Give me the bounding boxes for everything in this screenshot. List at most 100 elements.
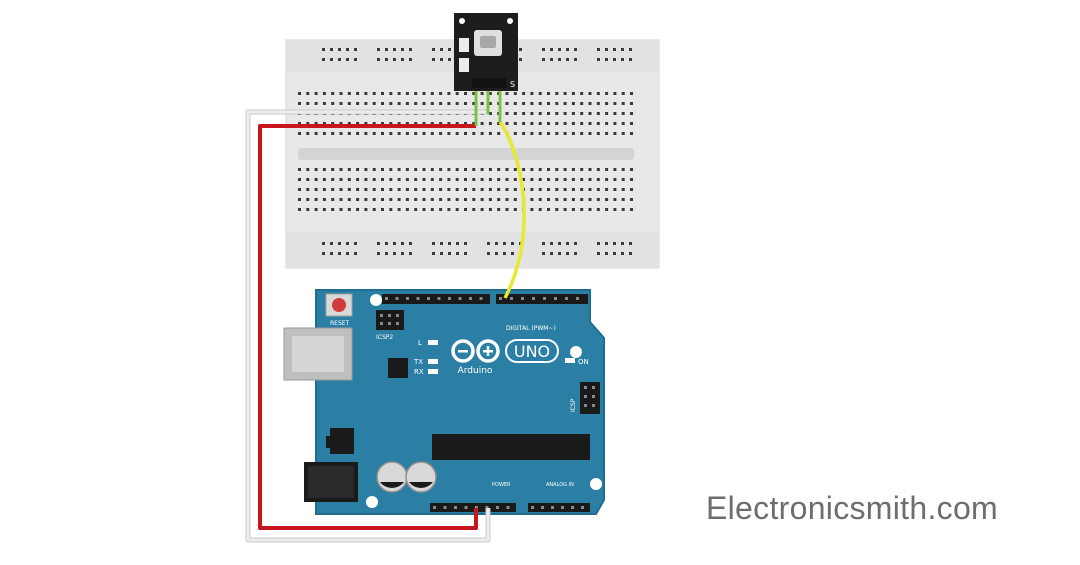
breadboard-hole — [455, 168, 459, 171]
breadboard-hole — [314, 188, 318, 191]
breadboard-hole — [538, 92, 542, 95]
breadboard-hole — [322, 168, 326, 171]
breadboard-hole — [439, 122, 443, 125]
breadboard-hole — [306, 122, 310, 125]
breadboard-hole — [405, 178, 409, 181]
breadboard-hole — [596, 198, 600, 201]
breadboard-hole — [511, 252, 514, 255]
header-pin — [448, 297, 451, 300]
breadboard-hole — [464, 208, 467, 211]
breadboard-hole — [385, 252, 388, 255]
breadboard-hole — [596, 102, 600, 105]
breadboard-hole — [472, 178, 476, 181]
breadboard-hole — [439, 178, 443, 181]
breadboard-hole — [522, 168, 526, 171]
breadboard-hole — [422, 208, 426, 211]
atmega-chip — [432, 434, 590, 460]
brand-text: Arduino — [458, 366, 493, 376]
breadboard-hole — [464, 132, 467, 135]
breadboard-hole — [464, 252, 467, 255]
breadboard-hole — [298, 188, 301, 191]
breadboard-hole — [448, 58, 451, 61]
breadboard-hole — [306, 102, 310, 105]
breadboard-hole — [505, 92, 509, 95]
breadboard-hole — [596, 92, 600, 95]
breadboard-hole — [439, 102, 443, 105]
breadboard-hole — [547, 168, 550, 171]
header-pin — [584, 395, 587, 398]
breadboard-hole — [547, 178, 550, 181]
breadboard-hole — [621, 48, 624, 51]
breadboard-hole — [331, 102, 335, 105]
breadboard-hole — [563, 168, 567, 171]
breadboard-hole — [597, 48, 600, 51]
breadboard-hole — [488, 92, 492, 95]
tx-label: TX — [413, 358, 423, 366]
breadboard-hole — [364, 178, 368, 181]
breadboard-hole — [480, 198, 484, 201]
breadboard-hole — [547, 132, 550, 135]
breadboard-hole — [630, 112, 633, 115]
breadboard-hole — [306, 188, 310, 191]
l-label: L — [418, 339, 422, 347]
breadboard-hole — [298, 198, 301, 201]
breadboard-hole — [381, 168, 384, 171]
breadboard-hole — [364, 198, 368, 201]
breadboard-hole — [488, 112, 492, 115]
breadboard-hole — [347, 178, 351, 181]
breadboard-hole — [538, 188, 542, 191]
breadboard-hole — [629, 252, 632, 255]
breadboard-hole — [563, 132, 567, 135]
breadboard-hole — [422, 178, 426, 181]
breadboard-hole — [448, 242, 451, 245]
breadboard-hole — [596, 122, 600, 125]
breadboard-hole — [513, 122, 517, 125]
breadboard-hole — [574, 48, 577, 51]
breadboard-hole — [381, 92, 384, 95]
breadboard-hole — [393, 58, 396, 61]
breadboard-hole — [356, 178, 360, 181]
breadboard-hole — [596, 178, 600, 181]
breadboard-hole — [330, 252, 333, 255]
breadboard-hole — [613, 48, 616, 51]
header-pin — [443, 506, 447, 509]
breadboard-hole — [455, 188, 459, 191]
breadboard-hole — [621, 188, 625, 191]
header-pin — [406, 297, 409, 300]
breadboard-hole — [513, 198, 517, 201]
breadboard-hole — [621, 178, 625, 181]
breadboard-hole — [513, 112, 517, 115]
breadboard-hole — [347, 198, 351, 201]
breadboard-hole — [563, 112, 567, 115]
breadboard-hole — [372, 178, 376, 181]
breadboard-hole — [339, 102, 343, 105]
breadboard-hole — [630, 122, 633, 125]
breadboard-hole — [555, 168, 559, 171]
breadboard-hole — [339, 208, 343, 211]
header-pin — [592, 386, 595, 389]
header-pin — [475, 506, 478, 509]
header-pin — [380, 314, 383, 317]
mount-hole — [366, 496, 378, 508]
breadboard-hole — [322, 58, 325, 61]
breadboard-hole — [630, 198, 633, 201]
breadboard-hole — [630, 168, 633, 171]
analog-header — [528, 503, 590, 512]
breadboard-hole — [547, 188, 550, 191]
breadboard-hole — [588, 188, 592, 191]
breadboard-hole — [505, 198, 509, 201]
breadboard-hole — [596, 112, 600, 115]
breadboard-hole — [322, 132, 326, 135]
header-pin — [454, 506, 457, 509]
breadboard-hole — [542, 242, 545, 245]
breadboard-hole — [464, 188, 467, 191]
breadboard-hole — [306, 208, 310, 211]
breadboard-hole — [558, 48, 561, 51]
breadboard-hole — [571, 112, 575, 115]
breadboard-hole — [530, 92, 534, 95]
sensor-pin-label: S — [510, 80, 515, 89]
breadboard-hole — [621, 112, 625, 115]
breadboard-hole — [555, 92, 559, 95]
header-pin — [592, 395, 595, 398]
breadboard-hole — [566, 48, 569, 51]
